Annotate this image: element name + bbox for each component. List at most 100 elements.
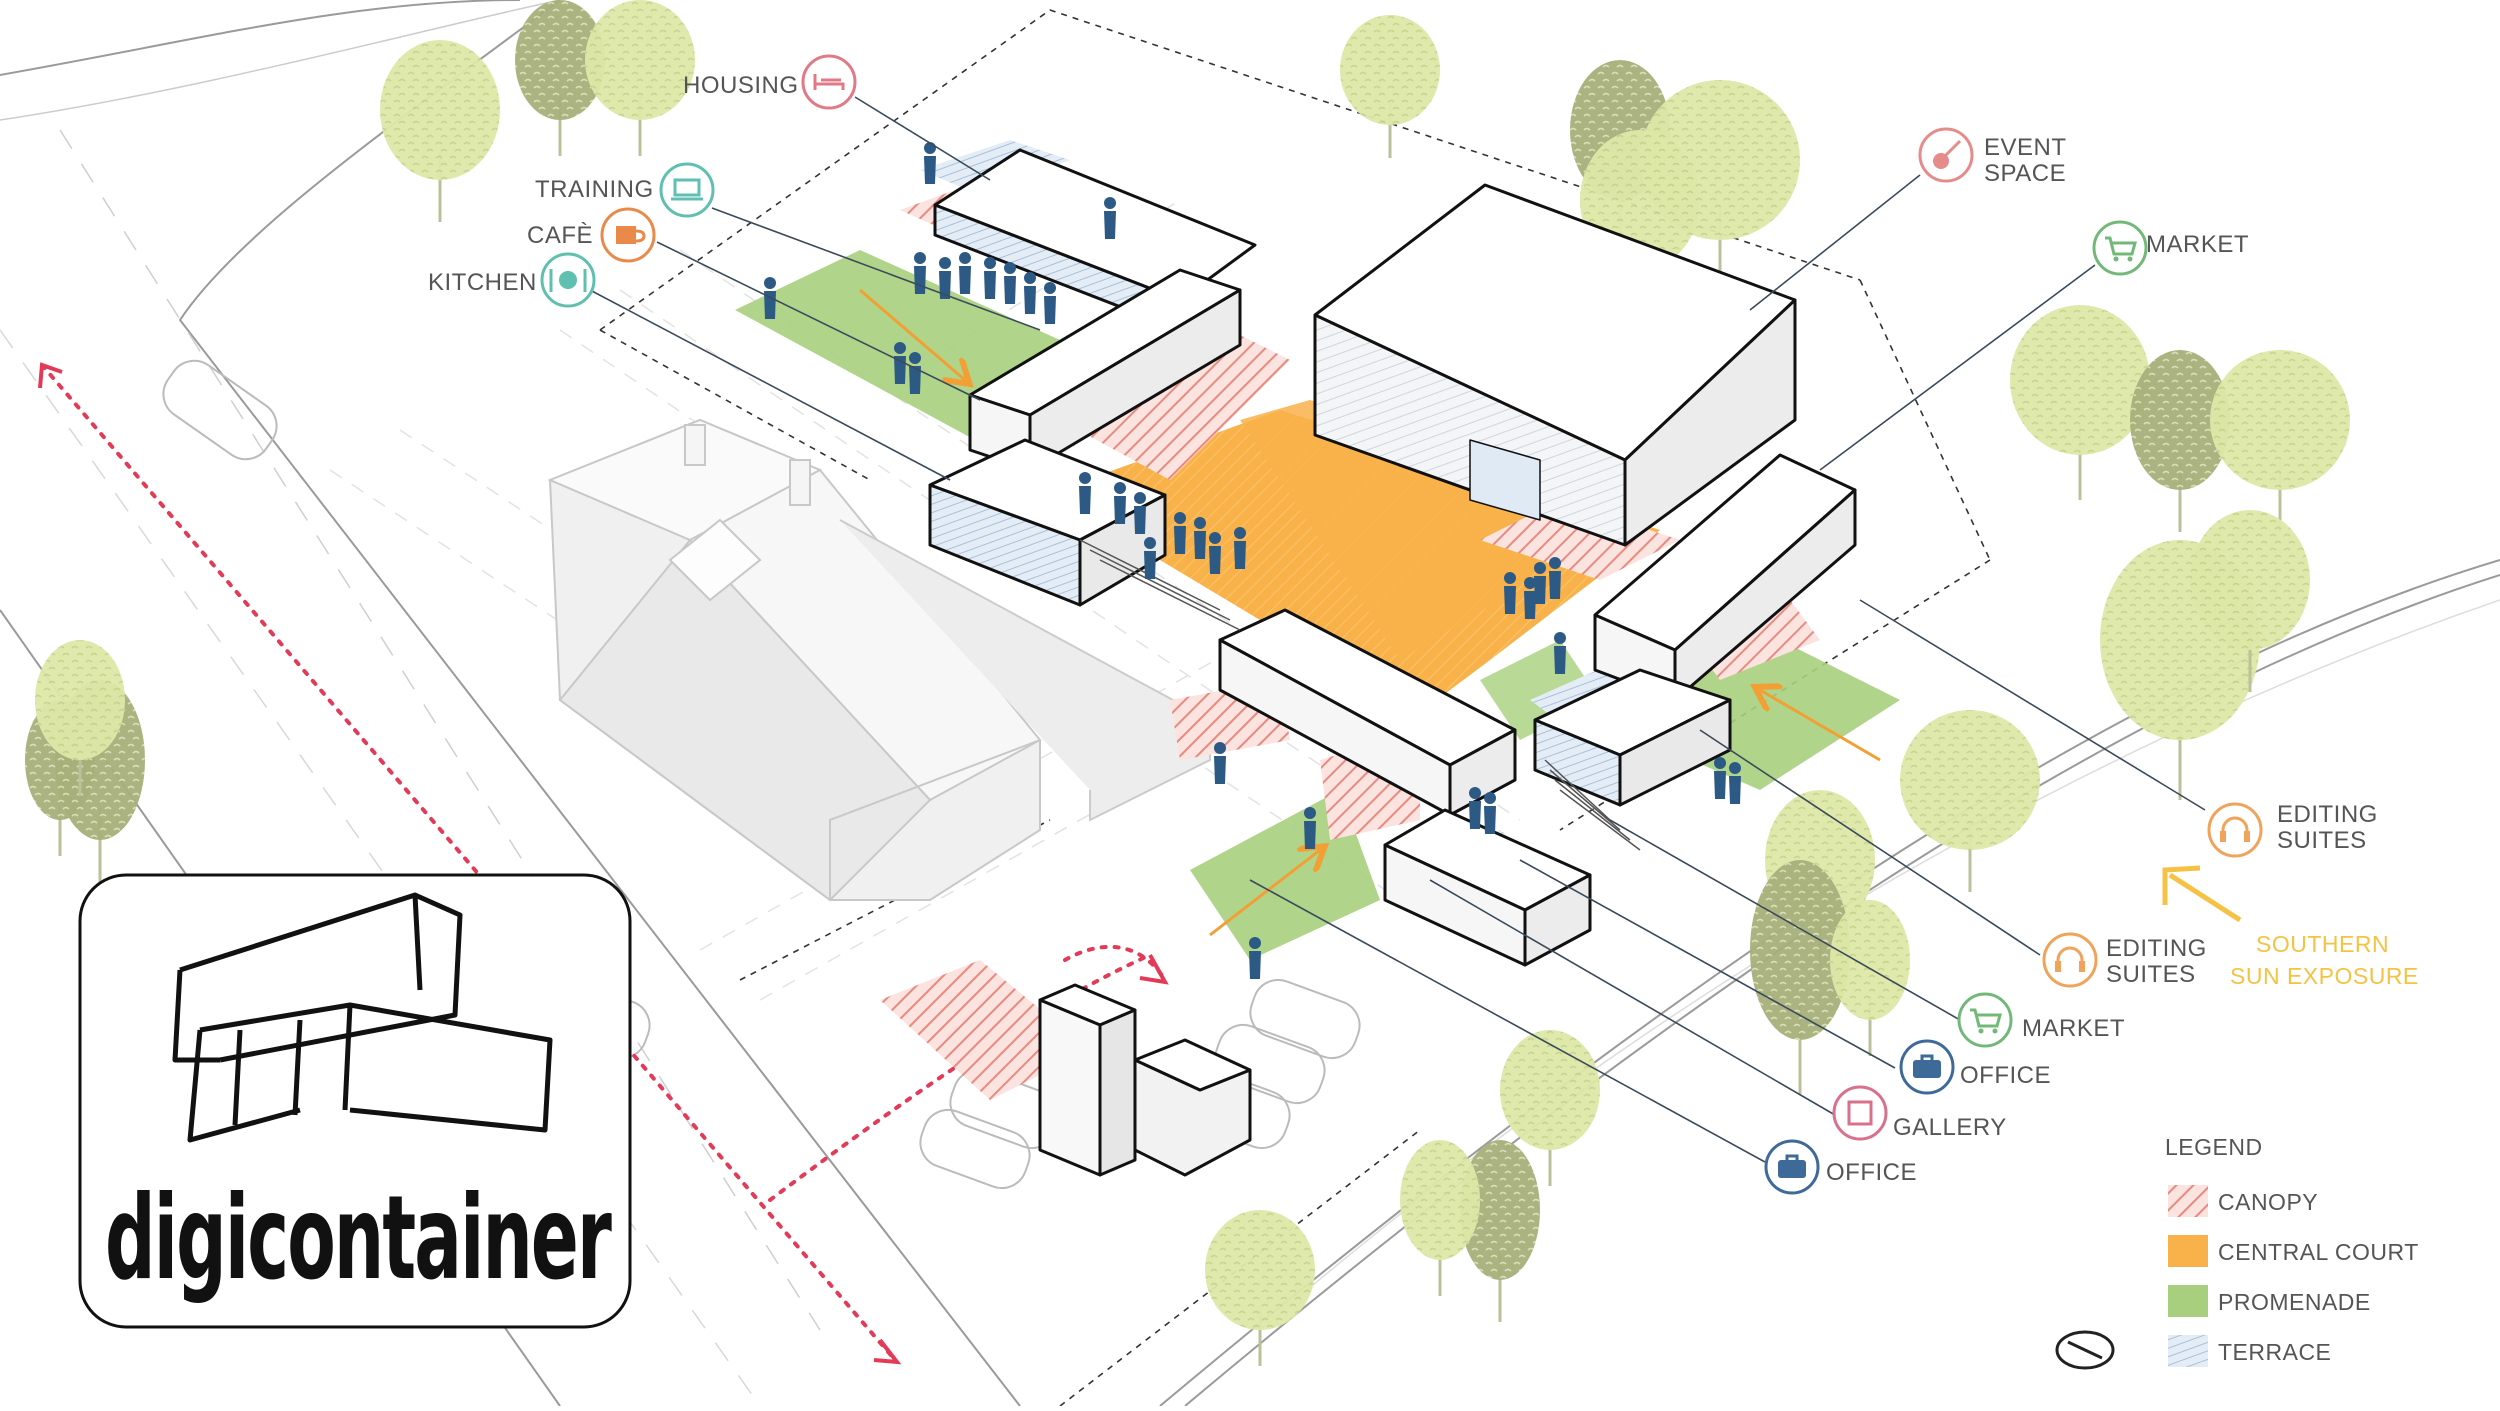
sun-label-line1: SOUTHERN: [2256, 931, 2389, 957]
briefcase-icon: [1899, 1039, 1955, 1095]
callout-office-lower: OFFICE: [1764, 1139, 1917, 1195]
callout-cafe: CAFÈ: [527, 207, 656, 263]
stairs: [1079, 539, 1641, 851]
callout-market-bottom: MARKET: [1957, 992, 2125, 1048]
existing-building: [547, 418, 1042, 902]
tree-icon: [35, 640, 125, 796]
legend-swatch: [2168, 1285, 2208, 1317]
callout-kitchen: KITCHEN: [428, 252, 596, 308]
leader-lines: [589, 96, 2206, 1163]
legend-swatch: [2168, 1335, 2208, 1367]
tree-icon: [1340, 15, 1440, 158]
callout-gallery: GALLERY: [1832, 1085, 2007, 1141]
tree-icon: [2210, 350, 2350, 532]
briefcase-icon: [1764, 1139, 1820, 1195]
legend-title: LEGEND: [2165, 1134, 2263, 1160]
person-figure: [1249, 937, 1261, 979]
headphones-icon: [2042, 932, 2098, 988]
container-buildings: [928, 148, 1857, 1177]
person-figure: [1554, 632, 1566, 674]
plate-cutlery-icon: [540, 252, 596, 308]
tree-icon: [380, 40, 500, 222]
person-figure: [1209, 532, 1221, 574]
person-figure: [1174, 512, 1186, 554]
legend-item-central_court: CENTRAL COURT: [2168, 1235, 2419, 1267]
person-figure: [984, 257, 996, 299]
tree-icon: [1750, 860, 1850, 1094]
person-figure: [1024, 272, 1036, 314]
callout-label: OFFICE: [1826, 1159, 1917, 1186]
person-figure: [1144, 537, 1156, 579]
callout-label: EDITING: [2106, 935, 2207, 962]
guitar-icon: [1918, 127, 1974, 183]
callout-market-top: MARKET: [2092, 220, 2249, 276]
frame-icon: [1832, 1085, 1888, 1141]
people-figures: [764, 142, 1741, 979]
route-arrowheads: [38, 362, 1169, 1365]
person-figure: [1114, 482, 1126, 524]
person-figure: [1134, 492, 1146, 534]
laptop-icon: [659, 162, 715, 218]
legend-item-promenade: PROMENADE: [2168, 1285, 2371, 1317]
cart-icon: [2092, 220, 2148, 276]
person-figure: [1234, 527, 1246, 569]
callout-label: GALLERY: [1893, 1114, 2007, 1141]
north-arrow-icon: [2055, 1330, 2115, 1370]
sun-exposure-note: SOUTHERN SUN EXPOSURE: [2162, 865, 2419, 989]
callout-label: SUITES: [2106, 961, 2196, 988]
person-figure: [1729, 762, 1741, 804]
person-figure: [1194, 517, 1206, 559]
cart-icon: [1957, 992, 2013, 1048]
digicontainer-logo: digicontainer: [78, 873, 632, 1329]
tree-icon: [1830, 900, 1910, 1056]
person-figure: [1469, 787, 1481, 829]
sun-label-line2: SUN EXPOSURE: [2230, 963, 2419, 989]
person-figure: [1214, 742, 1226, 784]
flow-arrows: [859, 288, 1881, 937]
tree-icon: [1205, 1210, 1315, 1366]
mug-icon: [600, 207, 656, 263]
legend-swatch: [2168, 1185, 2208, 1217]
callout-label: HOUSING: [683, 72, 799, 99]
bed-icon: [801, 54, 857, 110]
logo-container-mark: [172, 892, 553, 1143]
legend-item-terrace: TERRACE: [2168, 1335, 2331, 1367]
callout-training: TRAINING: [535, 162, 715, 218]
person-figure: [1549, 557, 1561, 599]
callout-label: SUITES: [2277, 827, 2367, 854]
legend: LEGEND CANOPY CENTRAL COURT PROMENADE TERRA…: [2165, 1134, 2419, 1367]
tree-icon: [2130, 350, 2230, 532]
callout-label: MARKET: [2146, 231, 2249, 258]
legend-label: CANOPY: [2218, 1189, 2318, 1215]
tree-icon: [585, 0, 695, 156]
person-figure: [1484, 792, 1496, 834]
person-figure: [1079, 472, 1091, 514]
tree-icon: [2010, 305, 2150, 500]
callout-label: CAFÈ: [527, 222, 593, 249]
callout-housing: HOUSING: [683, 54, 857, 110]
legend-label: TERRACE: [2218, 1339, 2331, 1365]
callout-label: OFFICE: [1960, 1062, 2051, 1089]
callout-office-upper: OFFICE: [1899, 1039, 2051, 1095]
logo-wordmark: digicontainer: [105, 1171, 612, 1306]
headphones-icon: [2207, 802, 2263, 858]
legend-label: PROMENADE: [2218, 1289, 2371, 1315]
tree-icon: [1900, 710, 2040, 892]
callout-label: TRAINING: [535, 176, 654, 203]
tree-icon: [1500, 1030, 1600, 1186]
tree-icon: [515, 0, 605, 156]
person-figure: [1104, 197, 1116, 239]
callout-label: EVENT: [1984, 134, 2067, 161]
callout-label: EDITING: [2277, 801, 2378, 828]
person-figure: [959, 252, 971, 294]
callout-label: MARKET: [2022, 1015, 2125, 1042]
legend-item-canopy: CANOPY: [2168, 1185, 2318, 1217]
person-figure: [1534, 562, 1546, 604]
legend-label: CENTRAL COURT: [2218, 1239, 2419, 1265]
site-wall: [839, 519, 1211, 822]
